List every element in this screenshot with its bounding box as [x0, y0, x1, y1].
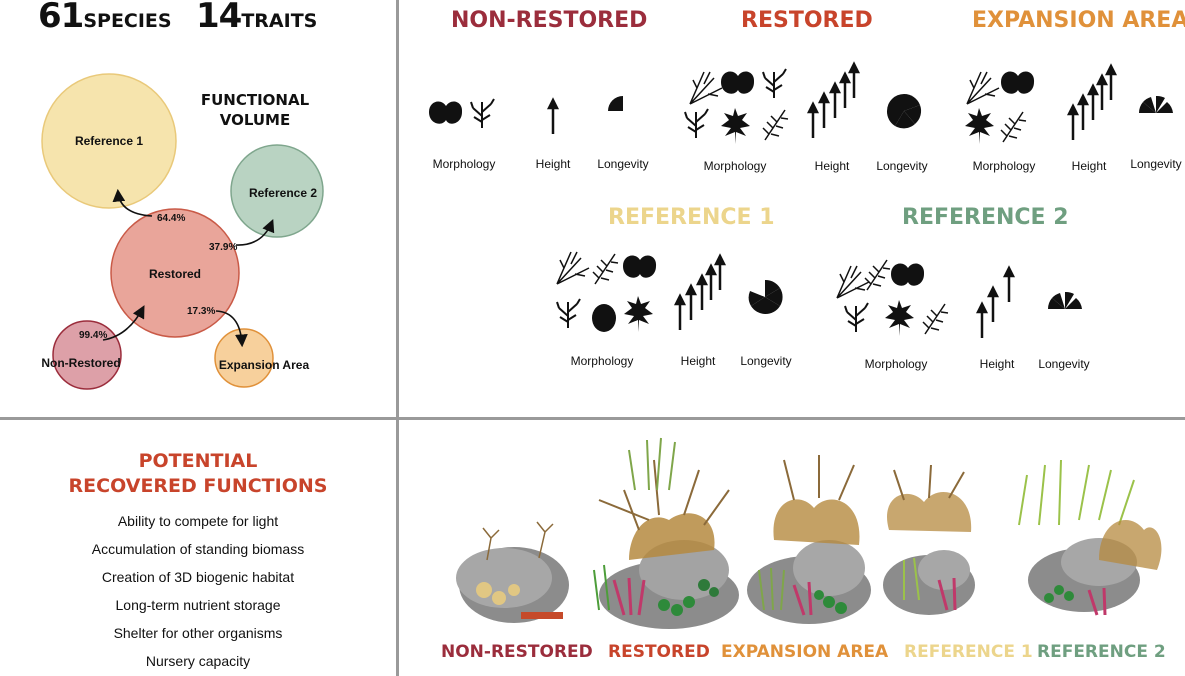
pct-to-reference2: 37.9% [209, 242, 238, 253]
restored-label: Restored [148, 267, 201, 281]
arrow-to-expansion [215, 310, 248, 348]
pct-to-expansion: 17.3% [187, 306, 216, 317]
restored-morphology-label: Morphology [703, 159, 767, 173]
function-item: Long-term nutrient storage [115, 597, 281, 613]
non-restored-bubble [52, 320, 122, 390]
restored-height-arrows [807, 62, 860, 140]
species-number: 61 [38, 0, 84, 36]
reference2-rock-scene [1018, 459, 1162, 616]
reference1-height-label: Height [680, 354, 716, 368]
function-item: Creation of 3D biogenic habitat [101, 569, 295, 585]
pct-to-reference1: 64.4% [157, 213, 186, 224]
expansion-label: Expansion Area [218, 358, 310, 372]
restored-longevity-label: Longevity [876, 159, 928, 173]
function-item: Accumulation of standing biomass [91, 541, 305, 557]
non-restored-heading: NON-RESTORED [451, 8, 648, 33]
reference1-height-arrows [674, 254, 726, 332]
reference2-longevity-icon [1048, 291, 1082, 309]
traits-number: 14 [196, 0, 242, 36]
functions-list: Ability to compete for light Accumulatio… [30, 507, 366, 675]
reference1-bubble [41, 73, 177, 209]
non-restored-height-arrows [547, 98, 559, 136]
reference2-label: Reference 2 [248, 186, 318, 200]
expansion-height-label: Height [1071, 159, 1107, 173]
trait-icons [429, 62, 1173, 340]
reference2-height-arrows [976, 266, 1015, 340]
expansion-morphology-label: Morphology [972, 159, 1036, 173]
expansion-morphology-icons [965, 71, 1035, 144]
fv-title-line1: FUNCTIONAL [200, 91, 310, 109]
functional-volume-title: FUNCTIONAL VOLUME [190, 90, 320, 130]
function-item: Ability to compete for light [117, 513, 279, 529]
expansion-height-arrows [1067, 64, 1117, 142]
non-restored-longevity-label: Longevity [597, 157, 649, 171]
bottom-restored-label: RESTORED [608, 642, 710, 662]
functions-title-line1: POTENTIAL [138, 450, 258, 472]
non-restored-morphology-label: Morphology [432, 157, 496, 171]
species-stat: 61SPECIES [38, 0, 172, 36]
reference1-longevity-icon [748, 279, 783, 315]
function-item: Shelter for other organisms [113, 625, 283, 641]
reference1-label: Reference 1 [74, 134, 144, 148]
reference1-morphology-icons [556, 251, 657, 332]
arrow-to-reference2 [235, 219, 275, 246]
bottom-non-restored-label: NON-RESTORED [441, 642, 593, 662]
pct-non-to-restored: 99.4% [79, 330, 108, 341]
reference2-morphology-label: Morphology [864, 357, 928, 371]
reference2-longevity-label: Longevity [1038, 357, 1090, 371]
non-restored-longevity-icon [608, 96, 623, 111]
restored-height-label: Height [814, 159, 850, 173]
vertical-divider [396, 0, 399, 676]
functions-title-line2: RECOVERED FUNCTIONS [68, 475, 328, 497]
reference2-bubble [230, 144, 324, 238]
function-item: Nursery capacity [145, 653, 251, 669]
reference1-heading: REFERENCE 1 [608, 205, 775, 230]
reference2-morphology-icons [836, 259, 949, 336]
restored-rock-scene [593, 437, 739, 629]
reference2-height-label: Height [979, 357, 1015, 371]
non-restored-height-label: Height [535, 157, 571, 171]
reference2-heading: REFERENCE 2 [902, 205, 1069, 230]
non-restored-rock-scene [456, 521, 569, 623]
restored-longevity-icon [886, 93, 922, 129]
arrow-to-restored [102, 305, 145, 341]
expansion-longevity-icon [1139, 95, 1173, 113]
restored-morphology-icons [684, 68, 789, 144]
fv-title-line2: VOLUME [219, 111, 291, 129]
reference1-morphology-label: Morphology [570, 354, 634, 368]
non-restored-morphology-icons [429, 98, 495, 129]
restored-bubble [110, 208, 240, 338]
non-restored-label: Non-Restored [41, 356, 121, 370]
restored-heading: RESTORED [741, 8, 873, 33]
horizontal-divider [0, 417, 1185, 420]
reference1-rock-scene [883, 464, 975, 615]
bottom-reference1-label: REFERENCE 1 [904, 642, 1033, 662]
expansion-rock-scene [747, 455, 871, 624]
expansion-heading: EXPANSION AREA [972, 8, 1185, 33]
functions-title: POTENTIAL RECOVERED FUNCTIONS [30, 449, 366, 499]
functional-volume-diagram [41, 73, 324, 390]
traits-label: TRAITS [241, 10, 318, 32]
traits-stat: 14TRAITS [196, 0, 317, 36]
expansion-longevity-label: Longevity [1130, 157, 1182, 171]
bottom-expansion-label: EXPANSION AREA [721, 642, 889, 662]
habitat-illustration [456, 437, 1162, 629]
bottom-reference2-label: REFERENCE 2 [1037, 642, 1166, 662]
reference1-longevity-label: Longevity [740, 354, 792, 368]
arrow-to-reference1 [112, 188, 153, 217]
expansion-bubble [214, 328, 274, 388]
species-label: SPECIES [83, 10, 172, 32]
